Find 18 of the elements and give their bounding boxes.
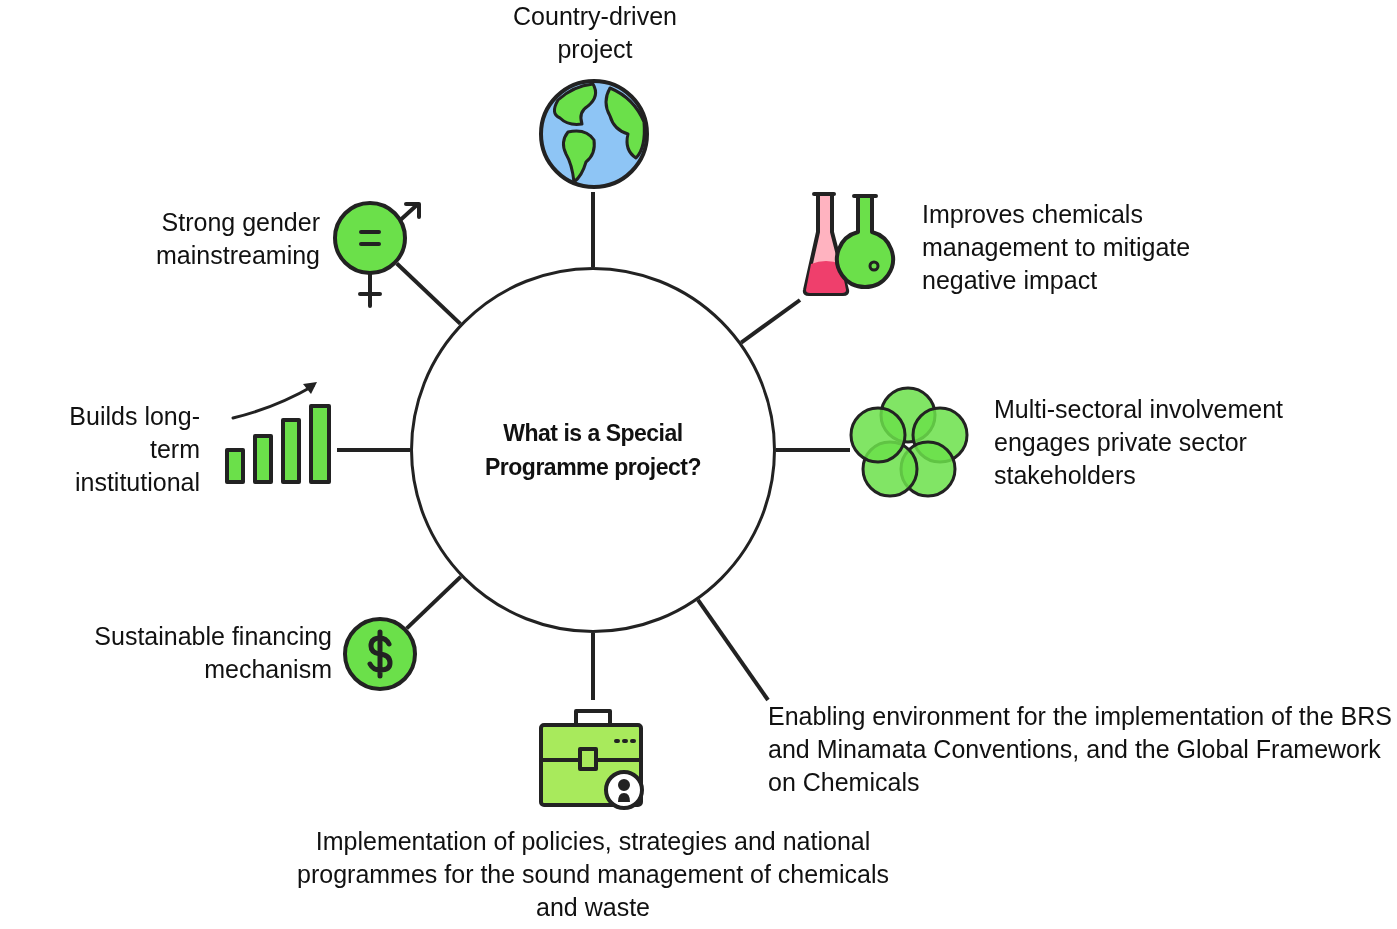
center-circle (410, 267, 776, 633)
item-description: Improves chemicals management to mitigate negative impact (922, 199, 1192, 296)
connector-line (591, 633, 595, 700)
connector-line (776, 448, 850, 452)
connector-line (395, 262, 462, 326)
connector-line (591, 192, 595, 267)
item-description: Sustainable financing mechanism (93, 621, 332, 685)
item-description: Builds long-term institutional (68, 401, 200, 498)
item-description: Enabling environment for the implementation of the BRS and Minamata Conventions, and the Global Framework on Chemicals (768, 701, 1393, 798)
item-description: Strong gender mainstreaming (155, 207, 320, 271)
item-description: Implementation of policies, strategies and national programmes for the sound management of chemicals and waste (296, 826, 890, 923)
item-description: Multi-sectoral involvement engages private sector stakeholders (994, 394, 1284, 491)
connector-line (696, 598, 770, 702)
connector-line (405, 575, 463, 630)
connector-line (740, 298, 802, 345)
center-question: What is a Special Programme project? (484, 419, 702, 482)
item-description: Country-driven project (512, 1, 678, 65)
connector-line (337, 448, 410, 452)
